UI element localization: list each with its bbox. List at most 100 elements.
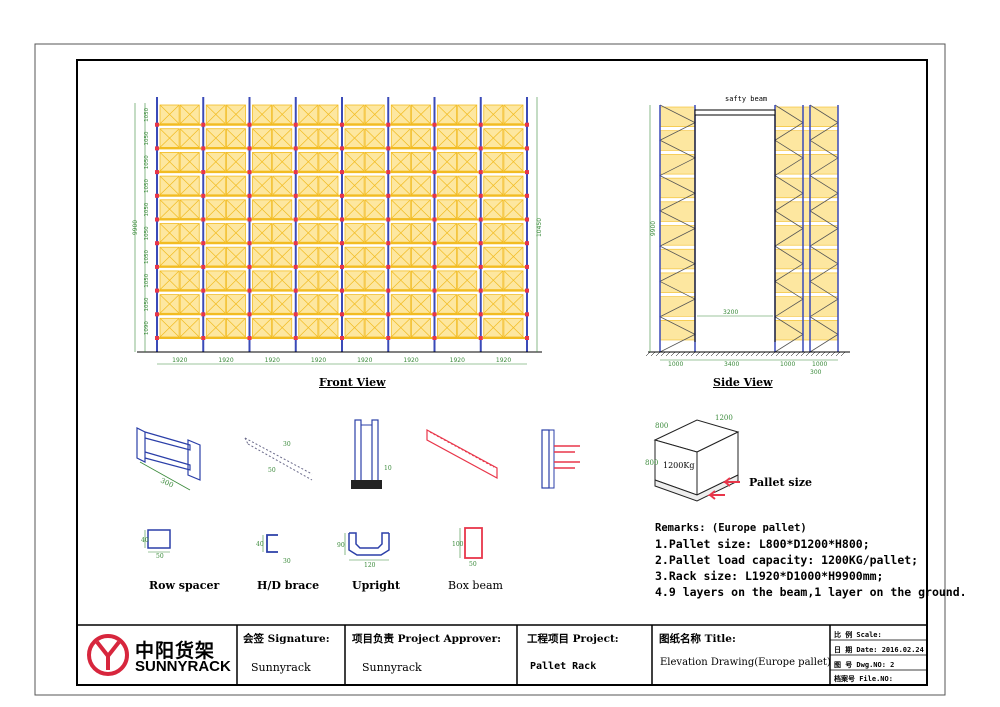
pallet-cross <box>483 175 504 196</box>
pallet-cross <box>344 246 365 267</box>
beam-connector <box>247 170 252 175</box>
beam-connector <box>432 288 437 293</box>
row-spacer-section <box>144 529 171 553</box>
pallet-cross <box>298 199 319 219</box>
pallet-cross <box>344 223 365 243</box>
pallet-cross <box>457 294 477 314</box>
upright-dim-b: 120 <box>364 562 376 569</box>
pallet-cross <box>437 128 457 148</box>
pallet-cross <box>159 152 180 172</box>
beam-connector <box>386 264 391 269</box>
pallet-cross <box>344 152 365 172</box>
ground-hatch <box>805 351 811 357</box>
pallet-cross <box>364 152 385 172</box>
ground-hatch <box>735 351 741 357</box>
pallet-cross <box>318 175 339 196</box>
remarks-line-2: 2.Pallet load capacity: 1200KG/pallet; <box>655 553 919 567</box>
project-value: Pallet Rack <box>530 661 597 672</box>
ground-hatch <box>800 351 806 357</box>
pallet-cross <box>437 152 457 172</box>
remarks-line-4: 4.9 layers on the beam,1 layer on the gr… <box>655 585 967 599</box>
pallet-cross <box>272 270 292 290</box>
pallet-cross <box>179 175 200 196</box>
signature-value: Sunnyrack <box>251 661 311 674</box>
beam-connector <box>293 122 298 127</box>
pallet-cross <box>391 152 411 172</box>
beam-connector <box>247 336 252 340</box>
ground-hatch <box>775 351 781 357</box>
ground-hatch <box>690 351 696 357</box>
pallet-cross <box>364 199 385 219</box>
ground-hatch <box>685 351 691 357</box>
outer-border <box>34 43 946 696</box>
pallet-cross <box>483 270 504 290</box>
pallet-cross <box>226 246 246 267</box>
row-spacer-iso-dim: 300 <box>159 477 175 490</box>
pallet-cross <box>391 175 411 196</box>
remarks-block: Remarks: (Europe pallet) 1.Pallet size: … <box>655 520 967 600</box>
beam-connector <box>155 264 159 269</box>
hd-brace-dim-b: 30 <box>283 558 291 565</box>
beam-connector <box>340 122 344 127</box>
side-pallet <box>659 177 696 199</box>
ground-hatch <box>645 351 651 357</box>
logo-chinese-name: 中阳货架 <box>135 640 216 662</box>
pallet-cross <box>272 223 292 243</box>
ground-hatch <box>810 351 816 357</box>
ground-hatch <box>790 351 796 357</box>
beam-connector <box>386 146 391 151</box>
beam-connector <box>432 146 437 151</box>
beam-connector <box>478 146 483 151</box>
bay-width-label: 1920 <box>218 357 233 364</box>
ground-hatch <box>745 351 751 357</box>
level-height-label: 1050 <box>144 297 150 311</box>
pallet-cross <box>483 104 504 124</box>
pallet-cross <box>437 223 457 243</box>
bay-width-label: 1920 <box>172 357 187 364</box>
pallet-cross <box>226 199 246 219</box>
pallet-cross <box>437 294 457 314</box>
beam-connector <box>525 146 529 151</box>
upright-section <box>344 532 390 561</box>
pallet-cross <box>411 246 431 267</box>
pallet-cross <box>206 223 226 243</box>
pallet-cross <box>318 199 339 219</box>
beam-connector <box>432 336 437 340</box>
ground-hatch <box>660 351 666 357</box>
ground-hatch <box>825 351 831 357</box>
beam-connector <box>525 217 529 222</box>
ground-hatch <box>715 351 721 357</box>
ground-hatch <box>815 351 821 357</box>
ground-hatch <box>840 351 846 357</box>
side-view-title: Side View <box>713 376 773 389</box>
pallet-cross <box>457 128 477 148</box>
pallet-cross <box>272 294 292 314</box>
pallet-cross <box>411 294 431 314</box>
pallet-cross <box>437 199 457 219</box>
beam-connector <box>293 288 298 293</box>
level-height-label: 1050 <box>144 250 150 264</box>
beam-connector <box>247 264 252 269</box>
pallet-cross <box>503 318 524 338</box>
side-pallet <box>659 130 696 151</box>
beam-connector <box>525 170 529 175</box>
beam-connector <box>201 170 206 175</box>
level-height-label: 1050 <box>144 226 150 240</box>
beam-connector <box>478 264 483 269</box>
ground-hatch <box>670 351 676 357</box>
bay-width-label: 1920 <box>403 357 418 364</box>
hd-brace-label: H/D brace <box>257 579 320 592</box>
row-spacer-label: Row spacer <box>149 579 220 592</box>
beam-connector <box>386 336 391 340</box>
beam-connector <box>340 170 344 175</box>
pallet-cross <box>206 270 226 290</box>
pallet-cross <box>364 175 385 196</box>
pallet-cross <box>411 175 431 196</box>
pallet-cross <box>483 294 504 314</box>
beam-connector <box>155 288 159 293</box>
pallet-cross <box>503 294 524 314</box>
pallet-cross <box>298 294 319 314</box>
drawing-frame <box>76 59 928 686</box>
beam-connector <box>247 146 252 151</box>
pallet-cross <box>391 270 411 290</box>
